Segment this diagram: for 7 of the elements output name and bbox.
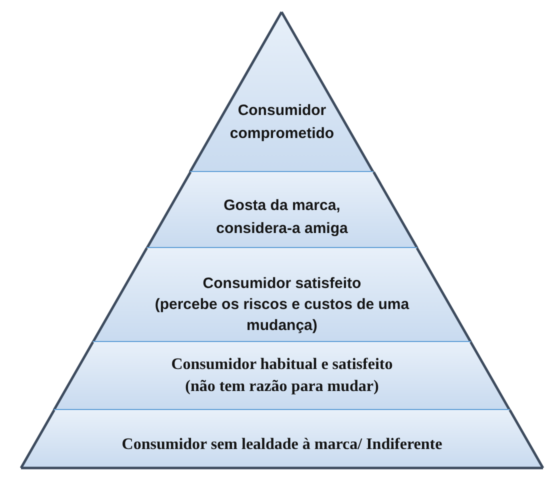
tier-label: Consumidor habitual e satisfeito [171,355,393,375]
tier-note: (não tem razão para mudar) [185,377,379,397]
tier-note: (percebe os riscos e custos de uma mudança) [154,295,410,336]
tier-label: Consumidor comprometido [228,101,336,144]
tier-label: Gosta da marca, considera-a amiga [215,196,349,239]
tier-label: Consumidor sem lealdade à marca/ Indiferente [122,435,442,455]
tier-label: Consumidor satisfeito [202,274,362,294]
